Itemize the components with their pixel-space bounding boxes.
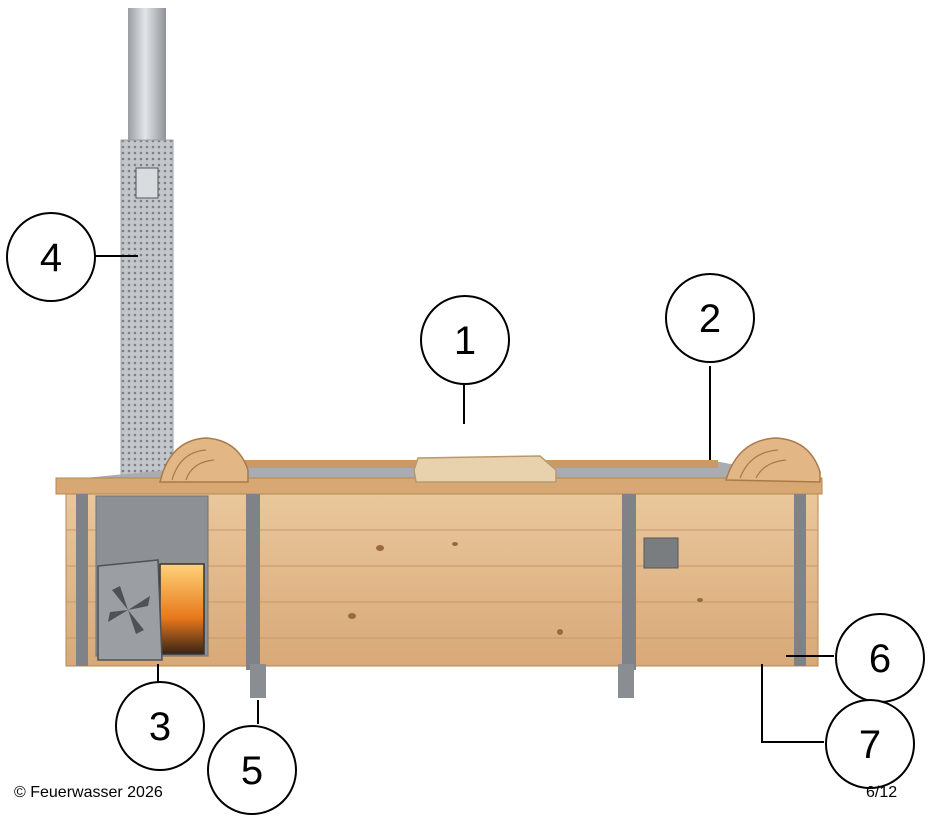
stove-door-vent-icon bbox=[108, 586, 150, 634]
callout-3-label: 3 bbox=[149, 705, 171, 749]
stove-door bbox=[97, 559, 163, 661]
callout-5: 5 bbox=[207, 725, 297, 815]
callout-4-label: 4 bbox=[40, 236, 62, 280]
stove-firebox bbox=[159, 563, 205, 655]
callout-7: 7 bbox=[825, 699, 915, 789]
callout-6: 6 bbox=[835, 613, 925, 703]
chimney-badge bbox=[135, 167, 159, 199]
seat-board bbox=[413, 455, 557, 483]
callout-7-label: 7 bbox=[859, 723, 881, 767]
chimney-upper-pipe bbox=[128, 8, 166, 140]
page-number: 6/12 bbox=[866, 784, 898, 801]
brand-badge bbox=[643, 537, 679, 569]
leader-lines bbox=[96, 255, 834, 743]
headrest-right bbox=[724, 437, 821, 483]
callout-4: 4 bbox=[6, 212, 96, 302]
steel-straps bbox=[76, 494, 806, 670]
copyright-text: © Feuerwasser 2026 bbox=[14, 784, 163, 801]
callout-2-label: 2 bbox=[699, 297, 721, 341]
stove bbox=[95, 495, 209, 661]
callout-2: 2 bbox=[665, 273, 755, 363]
chimney bbox=[120, 8, 174, 479]
callout-5-label: 5 bbox=[241, 749, 263, 793]
headrest-left bbox=[159, 437, 249, 483]
callout-1-label: 1 bbox=[454, 319, 476, 363]
legs bbox=[250, 664, 634, 698]
callout-1: 1 bbox=[420, 295, 510, 385]
callout-6-label: 6 bbox=[869, 637, 891, 681]
callout-3: 3 bbox=[115, 681, 205, 771]
